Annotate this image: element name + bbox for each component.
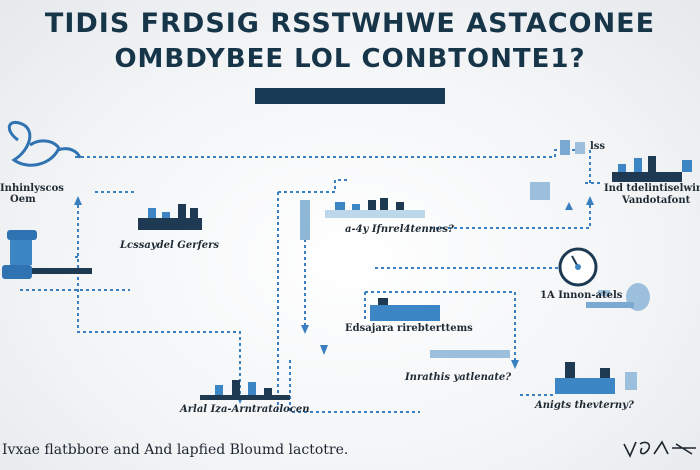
label-center-mid: a-4y Ifnrel4tennes? bbox=[345, 224, 454, 235]
factory-icon-bottom-right bbox=[555, 362, 637, 394]
tank-icon-top-right bbox=[530, 140, 585, 200]
factory-icon-left bbox=[138, 204, 202, 230]
factory-icon-bottom bbox=[200, 380, 290, 400]
valve-icon bbox=[2, 230, 92, 279]
signature-logo-icon bbox=[623, 440, 696, 458]
label-right-top: Ind tdelintiselwinel bbox=[604, 183, 700, 194]
label-center-left: Lcssaydel Gerfers bbox=[120, 240, 220, 251]
connector-lines bbox=[20, 149, 600, 413]
label-right-bottom: Vandotafont bbox=[622, 195, 691, 206]
connector-left bbox=[77, 205, 241, 395]
footer-caption: Ivxae flatbbore and And lapfied Bloumd l… bbox=[2, 442, 349, 458]
label-middle-right: Edsajara rirebterttems bbox=[345, 323, 473, 334]
arrow-up-left bbox=[74, 196, 82, 205]
tank-icon-right bbox=[586, 283, 650, 311]
connector-bottom bbox=[289, 360, 420, 413]
connector-center-mid-right bbox=[430, 205, 591, 229]
factory-icon-center bbox=[300, 198, 425, 240]
arrow-up-right bbox=[586, 196, 594, 205]
title-line-1: TIDIS FRDSIG RSSTWHWE ASTACONEE bbox=[44, 8, 656, 39]
label-top-right-small: lss bbox=[590, 141, 606, 152]
arrow-down-mid bbox=[320, 345, 328, 355]
label-bottom-center: Arlal Iza-Arntratalocen bbox=[180, 404, 310, 415]
title-line-2: OMBDYBEE LOL CONBTONTE1? bbox=[114, 44, 586, 74]
arrow-up-gauge bbox=[565, 202, 573, 210]
swirl-icon bbox=[7, 121, 82, 167]
connector-center-branch bbox=[278, 179, 350, 193]
label-gauge: 1A Innon-atels bbox=[540, 290, 623, 301]
arrow-down-box bbox=[511, 360, 519, 369]
label-bottom-mid: Inrathis yatlenate? bbox=[405, 372, 512, 383]
label-bottom-right: Anigts thevterny? bbox=[535, 400, 634, 411]
arrow-down-pipe bbox=[301, 325, 309, 334]
factory-icon-middle bbox=[370, 298, 510, 358]
connector-box-right bbox=[365, 291, 516, 360]
gauge-icon bbox=[558, 247, 610, 296]
label-left-top: Inhinlyscos bbox=[0, 183, 64, 194]
arrowheads bbox=[74, 196, 594, 404]
label-left-bottom: Oem bbox=[10, 194, 36, 205]
title-underline-bar bbox=[255, 88, 445, 104]
factory-icon-right bbox=[612, 156, 692, 182]
